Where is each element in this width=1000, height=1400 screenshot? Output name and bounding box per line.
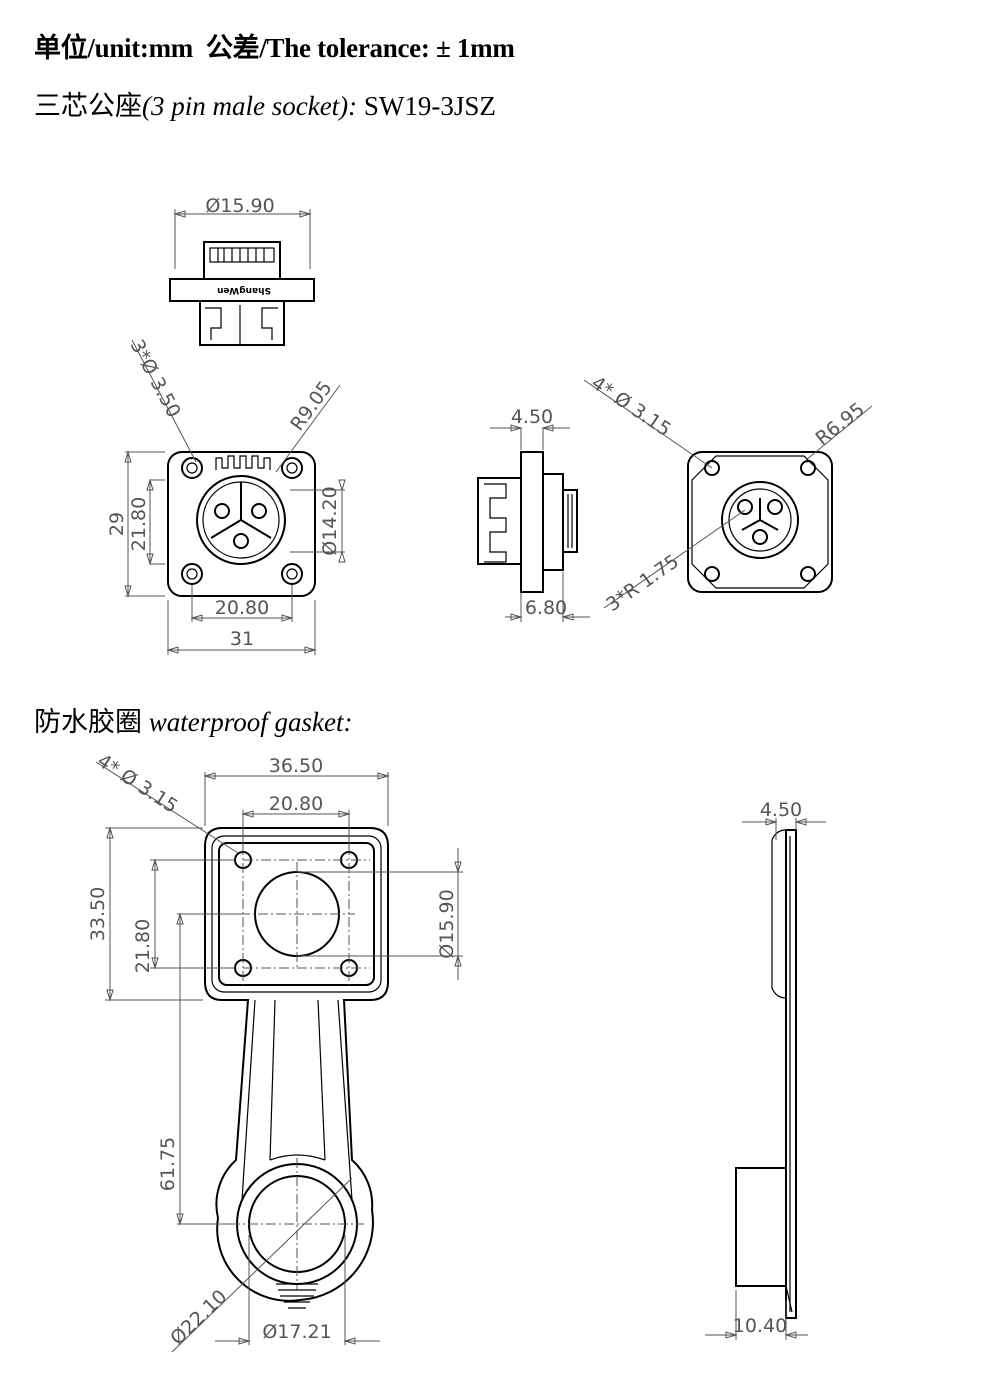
dim-radius-pins: 3*R 1.75 bbox=[602, 550, 683, 616]
gasket-front-view: 36.50 20.80 4* Ø 3.15 33.50 21.80 Ø15.90… bbox=[87, 750, 463, 1353]
shangwen-logo: ShangWen bbox=[217, 285, 271, 295]
dim-height-29: 29 bbox=[106, 512, 128, 536]
gasket-section-title: 防水胶圈 waterproof gasket: bbox=[34, 700, 352, 739]
gasket-title-en: waterproof gasket: bbox=[148, 707, 353, 737]
dim-gasket-dia-1590: Ø15.90 bbox=[436, 889, 458, 958]
tolerance-label: 公差/The tolerance: ± 1mm bbox=[205, 33, 515, 63]
dim-side-680: 6.80 bbox=[525, 597, 567, 619]
gasket-title-cn: 防水胶圈 bbox=[34, 707, 142, 737]
socket-title-en: (3 pin male socket): bbox=[142, 91, 358, 121]
dim-width-31: 31 bbox=[230, 628, 254, 650]
dim-dia-1420: Ø14.20 bbox=[319, 486, 341, 555]
dim-gasket-width-2080: 20.80 bbox=[269, 793, 323, 815]
dim-gasket-side-450: 4.50 bbox=[760, 799, 802, 821]
dim-gasket-width-3650: 36.50 bbox=[269, 755, 323, 777]
dim-radius-back: R6.95 bbox=[812, 398, 869, 450]
dim-radius-front: R9.05 bbox=[286, 377, 336, 435]
header-units: 单位/unit:mm 公差/The tolerance: ± 1mm bbox=[34, 26, 515, 65]
unit-label: 单位/unit:mm bbox=[34, 33, 194, 63]
socket-side-view: 4.50 6.80 bbox=[477, 406, 590, 622]
socket-top-view: ShangWen Ø15.90 bbox=[169, 195, 315, 346]
dim-holes-front: 3*Ø 3.50 bbox=[126, 336, 185, 421]
dim-side-450: 4.50 bbox=[511, 406, 553, 428]
dim-top-dia: Ø15.90 bbox=[205, 195, 274, 217]
dim-gasket-len-6175: 61.75 bbox=[157, 1137, 179, 1191]
dim-width-2080: 20.80 bbox=[215, 597, 269, 619]
gasket-side-view: 4.50 10.40 bbox=[705, 799, 826, 1340]
dim-gasket-dia-1721: Ø17.21 bbox=[262, 1321, 331, 1343]
dim-height-2180: 21.80 bbox=[128, 497, 150, 551]
socket-section-title: 三芯公座(3 pin male socket): SW19-3JSZ bbox=[34, 84, 496, 123]
dim-holes-back: 4* Ø 3.15 bbox=[587, 372, 675, 441]
socket-back-view: 4* Ø 3.15 R6.95 3*R 1.75 bbox=[583, 372, 873, 616]
dim-gasket-side-1040: 10.40 bbox=[733, 1315, 787, 1337]
dim-gasket-height-2180: 21.80 bbox=[132, 919, 154, 973]
socket-front-view: 29 21.80 Ø14.20 20.80 31 3*Ø 3.50 R9.05 bbox=[106, 336, 346, 655]
dim-gasket-dia-2210: Ø22.10 bbox=[166, 1286, 231, 1350]
socket-model: SW19-3JSZ bbox=[363, 91, 496, 121]
socket-title-cn: 三芯公座 bbox=[34, 91, 142, 121]
dim-gasket-height-3350: 33.50 bbox=[87, 887, 109, 941]
dim-gasket-holes: 4* Ø 3.15 bbox=[93, 750, 181, 818]
